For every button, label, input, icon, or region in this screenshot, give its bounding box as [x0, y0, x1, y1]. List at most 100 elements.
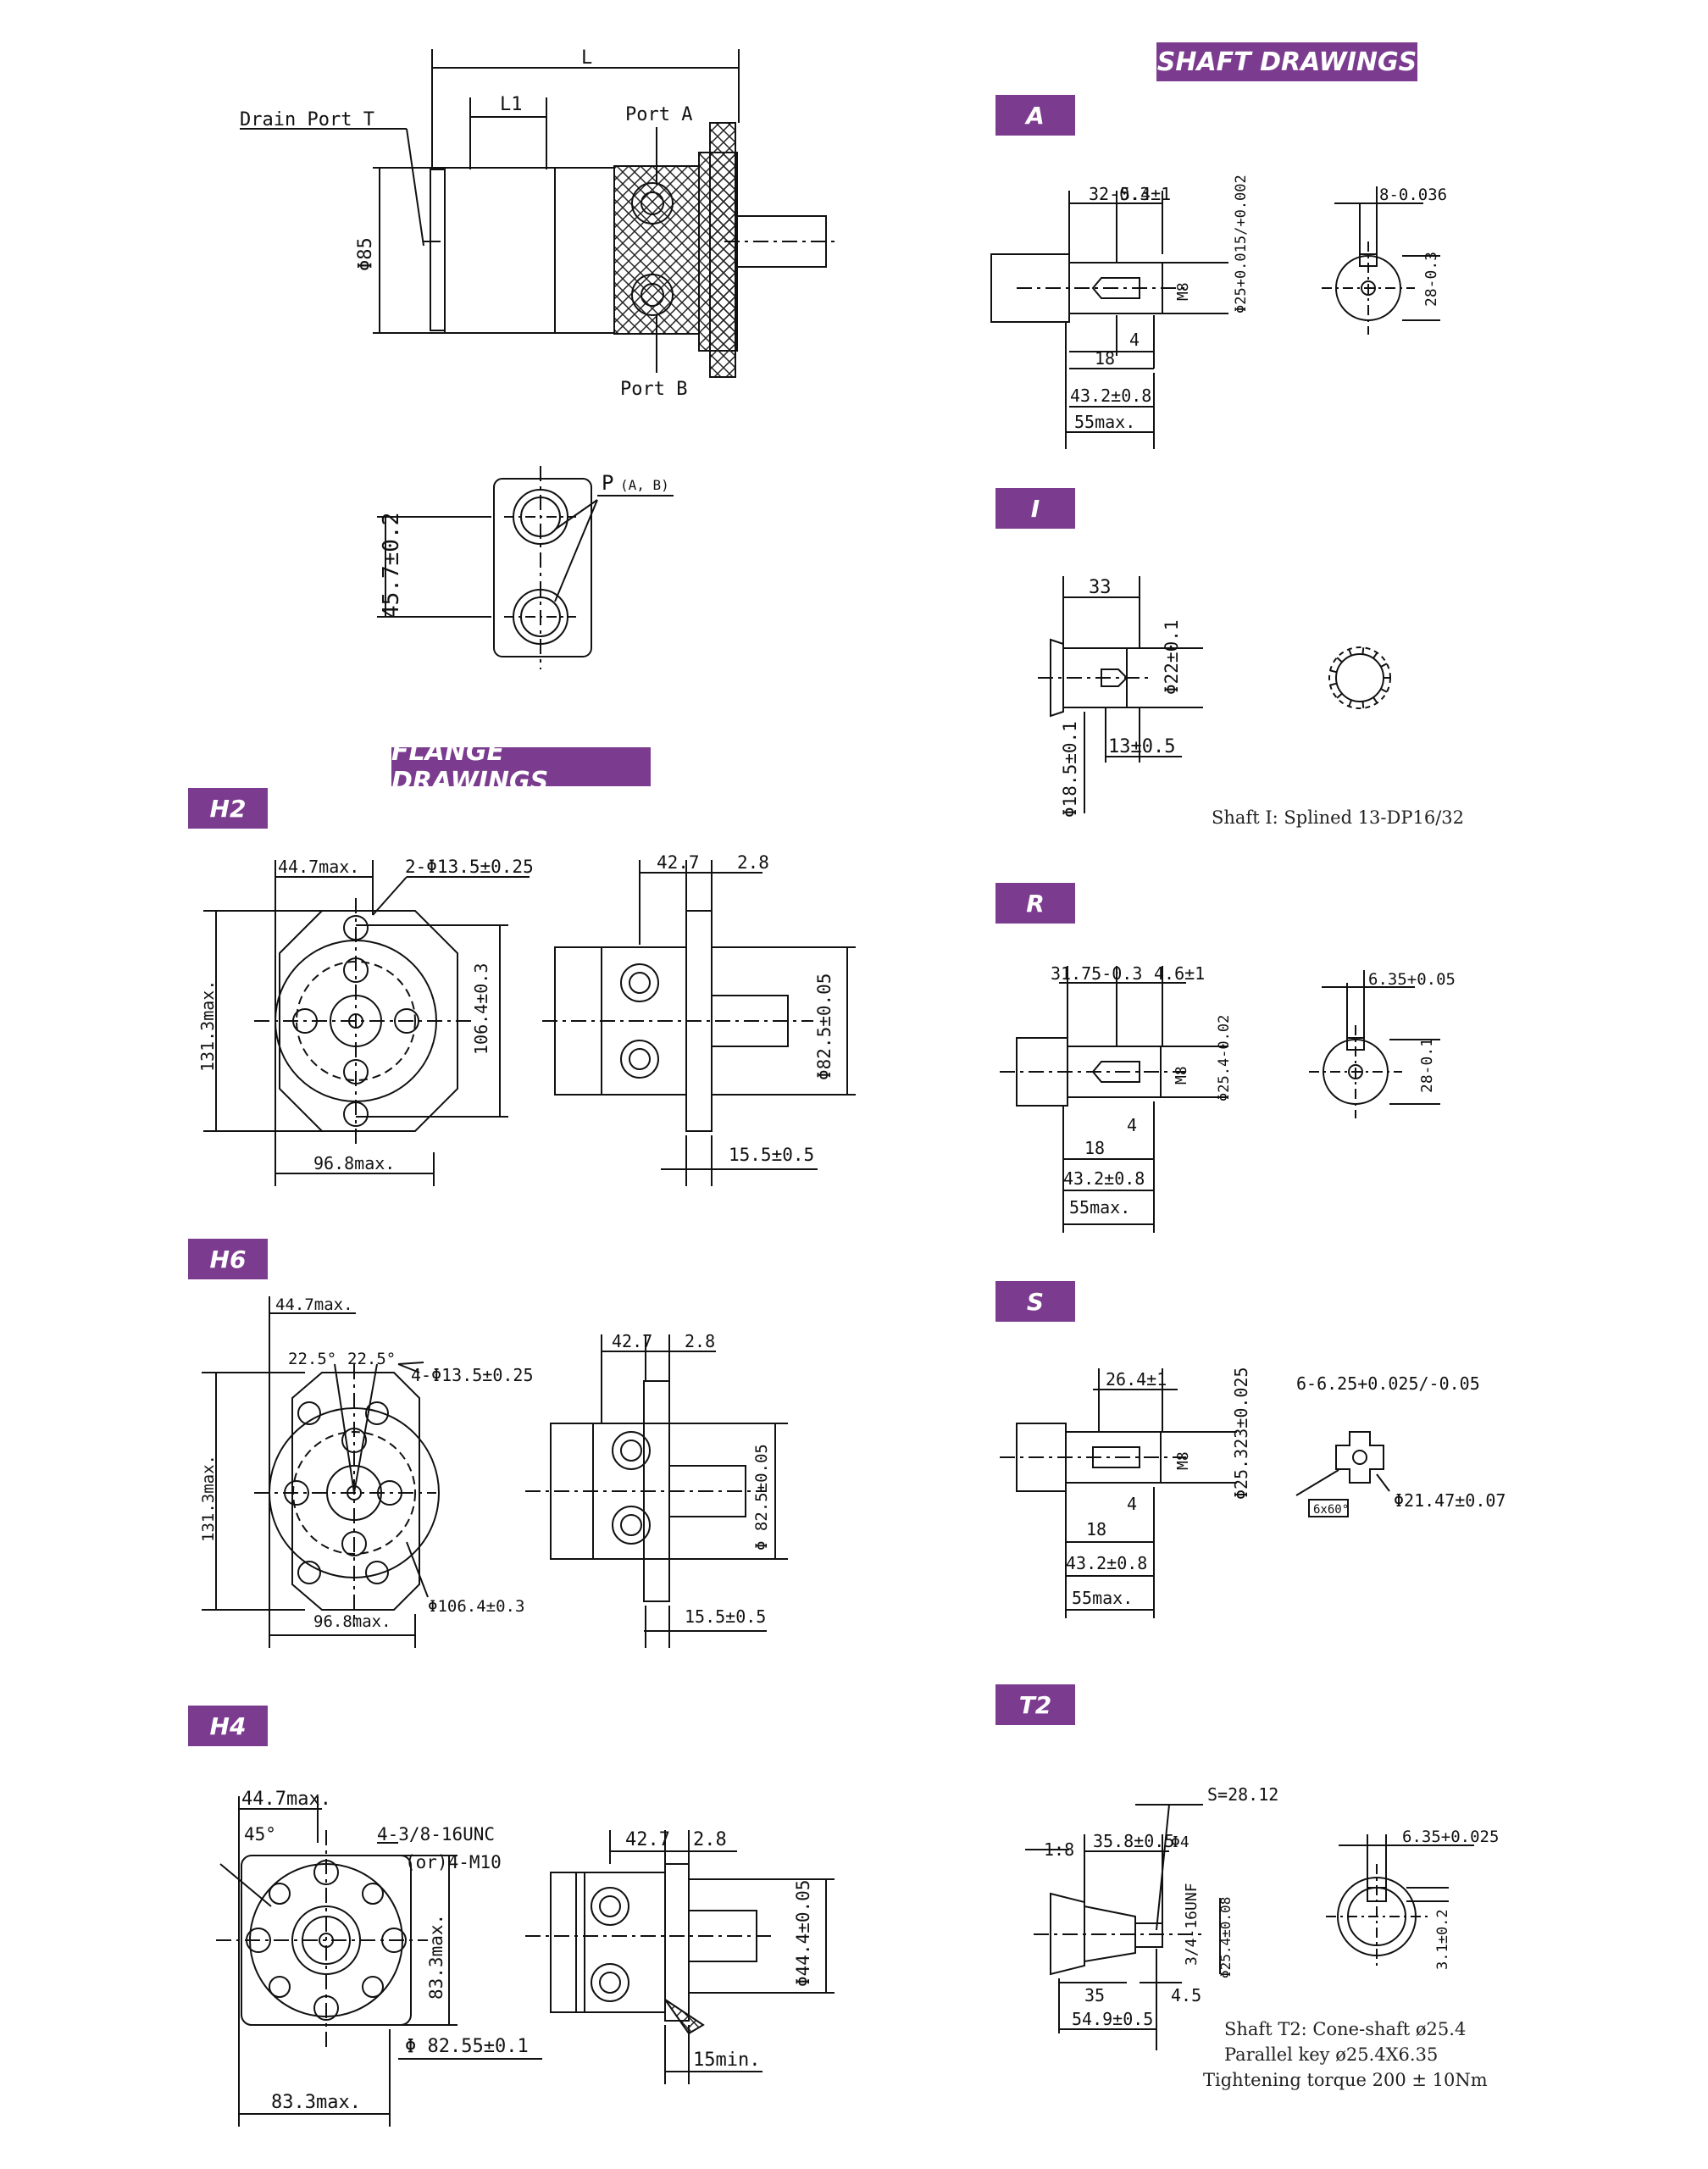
- spline-tooth: [1372, 652, 1378, 659]
- dim-L: L: [581, 47, 592, 69]
- shaft-s-d1: 26.4±1: [1106, 1369, 1167, 1390]
- label-p-sub: (A, B): [620, 477, 669, 493]
- spline-tooth: [1329, 669, 1338, 674]
- flange-h6-d2: 22.5°: [288, 1350, 336, 1368]
- spline-tooth: [1361, 701, 1365, 708]
- shaft-r-d9: 6.35+0.05: [1368, 970, 1456, 989]
- flange-h2-d7: 2.8: [737, 852, 769, 873]
- flange-h4-d11: 15min.: [693, 2050, 760, 2071]
- dim-L1: L1: [500, 94, 523, 115]
- flange-h6-d5: 131.3max.: [199, 1455, 218, 1542]
- shaft-s-d7: 55max.: [1072, 1588, 1133, 1608]
- shaft-r-d1: 31.75-0.3: [1051, 963, 1142, 984]
- flange-h4-d7: 83.3max.: [271, 2092, 361, 2113]
- motor-side-view: [240, 49, 835, 378]
- shaft-i-d1: 33: [1089, 577, 1112, 598]
- spline-tooth: [1336, 657, 1343, 663]
- badge-flange-h4: H4: [188, 1706, 268, 1746]
- shaft-a-d5: 4: [1129, 330, 1140, 350]
- flange-h2-side: [542, 860, 856, 1186]
- flange-h2-d2: 2-Φ13.5±0.25: [405, 857, 534, 877]
- shaft-r-d7: 43.2±0.8: [1063, 1168, 1145, 1189]
- shaft-a-d9: 8-0.036: [1379, 186, 1447, 204]
- shaft-t2-caption-3: Tightening torque 200 ± 10Nm: [1203, 2070, 1488, 2090]
- shaft-s-d9: Φ21.47±0.07: [1394, 1490, 1506, 1511]
- spline-tooth: [1380, 663, 1388, 668]
- badge-shaft-r: R: [995, 883, 1075, 924]
- badge-shaft-t2: T2: [995, 1684, 1075, 1725]
- shaft-s-d10: 6x60°: [1313, 1503, 1349, 1517]
- shaft-t2-d9: 54.9±0.5: [1072, 2009, 1153, 2029]
- label-drain-port: Drain Port T: [240, 109, 374, 130]
- shaft-a-d4: Φ25+0.015/+0.002: [1233, 175, 1250, 313]
- flange-h2-d6: 42.7: [657, 852, 700, 873]
- badge-flange-h2: H2: [188, 788, 268, 829]
- dim-phi85: Φ85: [355, 237, 376, 271]
- flange-h6-d9: 2.8: [685, 1331, 715, 1351]
- shaft-r-d10: 28-0.1: [1418, 1038, 1436, 1093]
- shaft-t2-d8: 4.5: [1171, 1985, 1201, 2005]
- flange-h6-d8: 42.7: [612, 1331, 652, 1351]
- spline-tooth: [1336, 692, 1343, 699]
- shaft-r-d8: 55max.: [1069, 1197, 1130, 1218]
- shaft-t2-d11: 3.1±0.2: [1434, 1909, 1451, 1970]
- shaft-t2-caption-2: Parallel key ø25.4X6.35: [1224, 2044, 1438, 2065]
- shaft-i-drawing: [1038, 576, 1391, 813]
- flange-h6-d7: 96.8max.: [313, 1612, 391, 1631]
- flange-h6-d3: 22.5°: [347, 1350, 396, 1368]
- flange-h6-d10: Φ 82.5±0.05: [752, 1444, 771, 1550]
- flange-h4-side: [525, 1830, 835, 2084]
- shaft-a-d6: 18: [1095, 348, 1115, 369]
- label-p: P: [602, 471, 613, 495]
- shaft-r-d3: M8: [1173, 1066, 1190, 1084]
- spline-tooth: [1361, 647, 1365, 655]
- flange-h2-d5: 96.8max.: [313, 1153, 395, 1173]
- flange-h4-d4: (or)4-M10: [405, 1852, 502, 1872]
- shaft-r-drawing: [1000, 966, 1440, 1233]
- flange-h6-side: [525, 1334, 788, 1648]
- flange-h4-d3: 4-3/8-16UNC: [377, 1824, 495, 1844]
- shaft-s-d4: 4: [1127, 1494, 1137, 1514]
- port-face-view: [377, 466, 674, 669]
- shaft-a-d7: 43.2±0.8: [1070, 386, 1151, 406]
- flange-h4-d6: Φ 82.55±0.1: [405, 2036, 529, 2057]
- flange-h6-d4: 4-Φ13.5±0.25: [411, 1365, 534, 1385]
- label-port-b: Port B: [620, 379, 687, 400]
- spline-tooth: [1348, 648, 1353, 657]
- flange-h2-front: [203, 860, 530, 1186]
- flange-h6-front: [202, 1296, 440, 1648]
- shaft-t2-d4: Φ4: [1171, 1833, 1190, 1851]
- flange-h6-d11: 15.5±0.5: [685, 1606, 766, 1627]
- dim-45-7: 45.7±0.2: [379, 513, 404, 619]
- shaft-r-d6: 18: [1084, 1138, 1105, 1158]
- shaft-s-d8: 6-6.25+0.025/-0.05: [1296, 1373, 1480, 1394]
- shaft-t2-d3: 35.8±0.5: [1093, 1831, 1174, 1851]
- spline-s-profile-icon: [1335, 1431, 1384, 1484]
- shaft-t2-drawing: [1025, 1804, 1474, 2050]
- shaft-i-caption: Shaft I: Splined 13-DP16/32: [1212, 807, 1464, 828]
- flange-h4-d5: 83.3max.: [426, 1914, 446, 2000]
- shaft-t2-caption-1: Shaft T2: Cone-shaft ø25.4: [1224, 2019, 1466, 2039]
- flange-h2-d9: 15.5±0.5: [729, 1145, 814, 1165]
- spline-tooth: [1329, 682, 1338, 686]
- shaft-r-d4: Φ25.4-0.02: [1216, 1015, 1233, 1101]
- shaft-i-d3: Φ18.5±0.1: [1060, 721, 1080, 818]
- flange-h4-d10: Φ44.4±0.05: [793, 1880, 813, 1987]
- shaft-t2-d5: 3/4-16UNF: [1183, 1883, 1201, 1966]
- badge-shaft-s: S: [995, 1281, 1075, 1322]
- shaft-a-d10: 28-0.3: [1422, 252, 1440, 307]
- flange-h4-d1: 44.7max.: [241, 1789, 331, 1810]
- shaft-s-d2: Φ25.323±0.025: [1231, 1367, 1251, 1500]
- shaft-s-d6: 43.2±0.8: [1066, 1553, 1147, 1573]
- flange-h2-d3: 131.3max.: [197, 980, 218, 1072]
- shaft-t2-d7: 35: [1084, 1985, 1105, 2005]
- label-port-a: Port A: [625, 104, 692, 125]
- shaft-a-d8: 55max.: [1074, 412, 1135, 432]
- spline-tooth: [1348, 699, 1353, 707]
- spline-tooth: [1380, 688, 1388, 693]
- shaft-s-drawing: [1000, 1368, 1390, 1618]
- shaft-i-d4: 13±0.5: [1108, 736, 1175, 757]
- flange-h2-d8: Φ82.5±0.05: [814, 974, 835, 1080]
- shaft-s-d3: M8: [1174, 1451, 1192, 1470]
